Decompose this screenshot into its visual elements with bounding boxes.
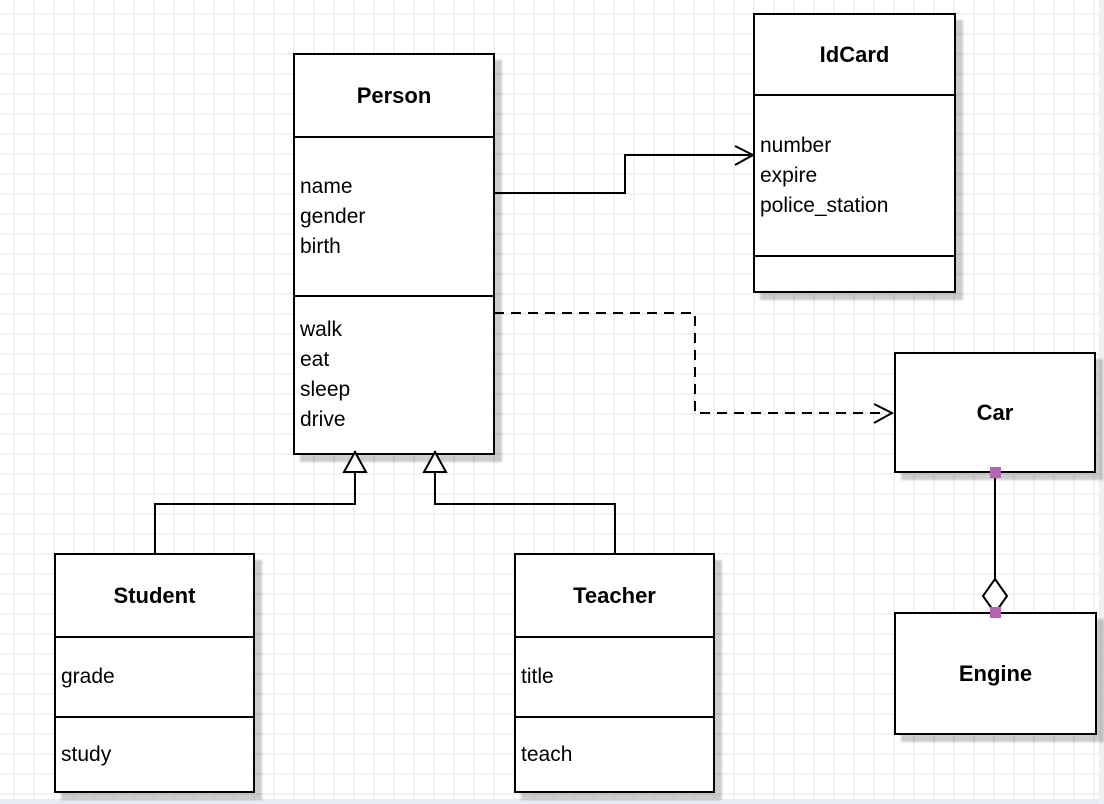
window-edge-bottom bbox=[0, 799, 1104, 804]
edge-aggregation-car-engine[interactable] bbox=[981, 467, 1009, 618]
hollow-triangle-icon bbox=[342, 449, 368, 473]
hollow-triangle-icon bbox=[422, 449, 448, 473]
method: study bbox=[61, 742, 112, 766]
edge-generalization-student-person[interactable] bbox=[154, 449, 368, 553]
attribute: name bbox=[300, 174, 353, 198]
class-person-attributes: name gender birth bbox=[295, 136, 493, 295]
class-person-title: Person bbox=[356, 82, 432, 108]
class-engine-title: Engine bbox=[958, 660, 1033, 686]
method: teach bbox=[521, 742, 573, 766]
window-edge-right bbox=[1099, 0, 1104, 804]
edge-association-person-idcard[interactable] bbox=[494, 145, 756, 194]
open-arrow-icon bbox=[873, 403, 895, 424]
class-student-methods: study bbox=[56, 716, 253, 791]
class-car-title: Car bbox=[976, 399, 1014, 425]
class-student[interactable]: Student grade study bbox=[54, 553, 255, 793]
method: sleep bbox=[300, 378, 351, 401]
attribute: gender bbox=[300, 204, 366, 228]
class-engine[interactable]: Engine bbox=[894, 612, 1097, 735]
edge-dependency-person-car[interactable] bbox=[494, 312, 895, 424]
class-teacher-methods: teach bbox=[516, 716, 713, 791]
attribute: title bbox=[521, 665, 554, 688]
attribute: police_station bbox=[760, 193, 889, 217]
class-person-methods: walk eat sleep drive bbox=[295, 295, 493, 453]
class-teacher-attributes: title bbox=[516, 636, 713, 716]
edge-generalization-teacher-person[interactable] bbox=[422, 449, 616, 553]
hollow-diamond-icon bbox=[981, 577, 1009, 615]
class-student-title: Student bbox=[113, 582, 196, 608]
class-idcard-title: IdCard bbox=[819, 41, 890, 67]
class-student-attributes: grade bbox=[56, 636, 253, 716]
method: eat bbox=[300, 348, 330, 371]
class-person[interactable]: Person name gender birth walk eat sleep … bbox=[293, 53, 495, 455]
attribute: expire bbox=[760, 163, 818, 187]
attribute: birth bbox=[300, 234, 341, 258]
class-idcard-attributes: number expire police_station bbox=[755, 94, 954, 255]
method: walk bbox=[300, 318, 343, 341]
class-teacher-title: Teacher bbox=[573, 582, 656, 608]
attribute: grade bbox=[61, 665, 115, 688]
class-idcard-methods bbox=[755, 255, 954, 291]
attribute: number bbox=[760, 133, 832, 157]
class-car[interactable]: Car bbox=[894, 352, 1096, 473]
class-idcard[interactable]: IdCard number expire police_station bbox=[753, 13, 956, 293]
open-arrow-icon bbox=[734, 145, 756, 166]
class-teacher[interactable]: Teacher title teach bbox=[514, 553, 715, 793]
method: drive bbox=[300, 408, 346, 431]
